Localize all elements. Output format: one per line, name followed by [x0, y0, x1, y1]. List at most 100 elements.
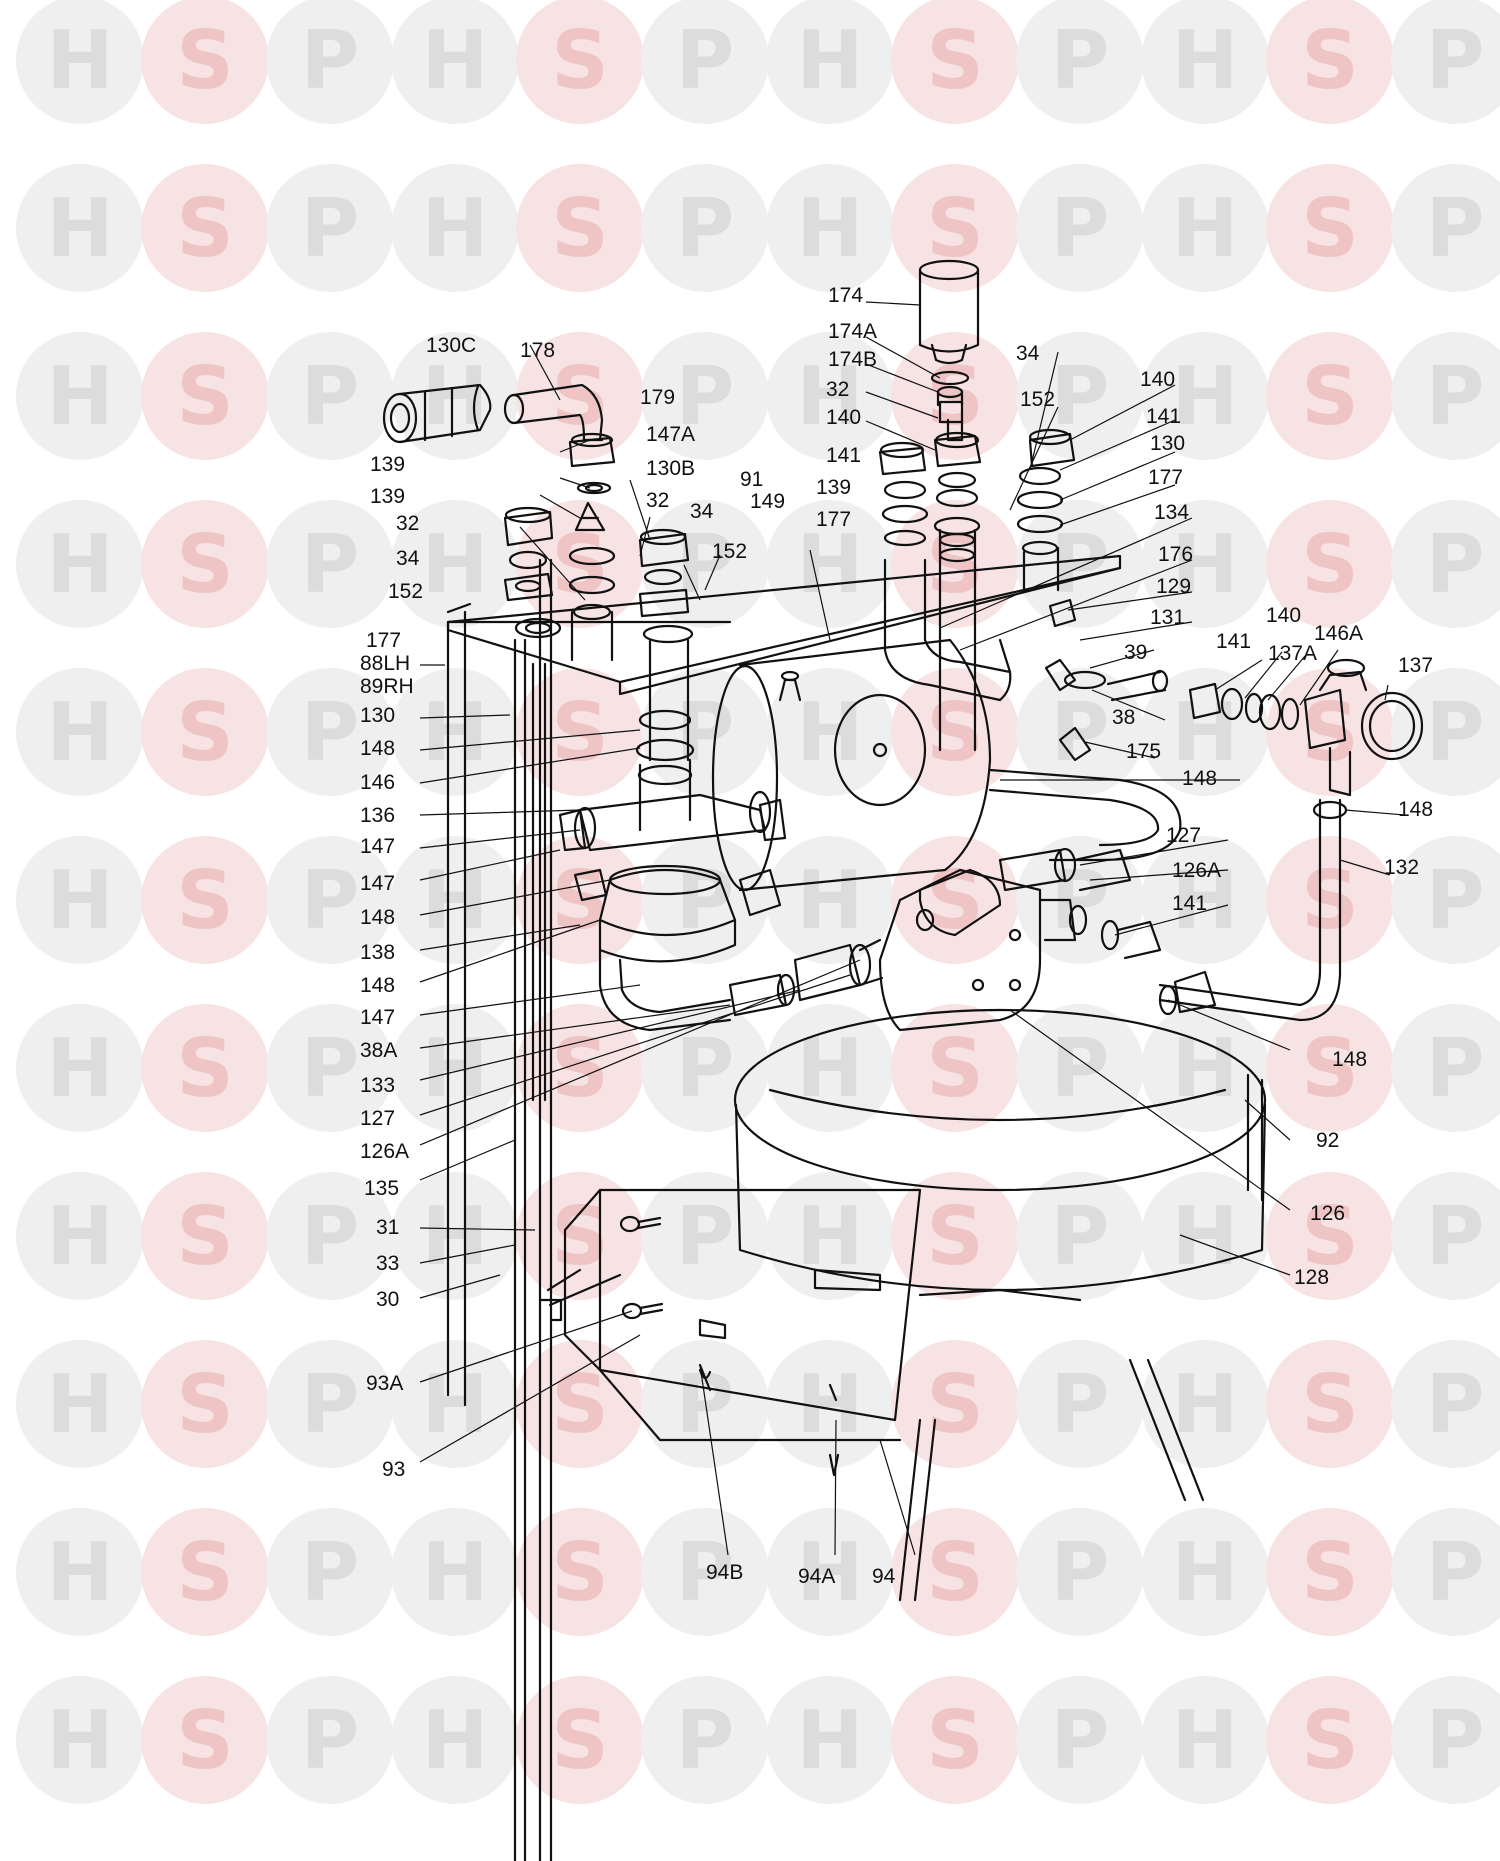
watermark-circle	[891, 836, 1019, 964]
watermark-circle	[16, 332, 144, 460]
watermark-letter: P	[676, 1358, 735, 1451]
watermark-circle	[16, 1172, 144, 1300]
watermark-circle	[766, 332, 894, 460]
watermark-letter: P	[1051, 1358, 1110, 1451]
watermark-letter: P	[301, 182, 360, 275]
left-fittings-stack	[503, 506, 616, 662]
watermark-circle	[766, 164, 894, 292]
watermark-letter: P	[676, 1526, 735, 1619]
center-left-fittings-stack	[638, 528, 694, 762]
bracket-93	[563, 1188, 922, 1477]
watermark-circle	[1141, 0, 1269, 124]
part-label-126a: 126A	[1172, 859, 1221, 882]
safety-valve-assembly	[1188, 658, 1424, 797]
watermark-circle	[891, 0, 1019, 124]
watermark-circle	[1391, 1004, 1500, 1132]
watermark-letter: P	[676, 1694, 735, 1787]
part-label-146a: 146A	[1314, 622, 1363, 645]
watermark-circle	[1266, 1172, 1394, 1300]
watermark-letter: S	[551, 1358, 609, 1451]
watermark-letter: P	[676, 686, 735, 779]
nut-179	[568, 432, 616, 495]
watermark-letter: H	[1172, 686, 1239, 779]
part-label-148: 148	[1182, 767, 1217, 790]
watermark-letter: P	[676, 350, 735, 443]
part-label-141: 141	[1216, 630, 1251, 653]
watermark-circle	[891, 164, 1019, 292]
watermark-letter: H	[47, 854, 114, 947]
air-vent-174	[918, 259, 980, 407]
watermark-circle	[266, 164, 394, 292]
watermark-letter: S	[551, 14, 609, 107]
part-label-34: 34	[1016, 342, 1040, 365]
watermark-circle	[141, 1676, 269, 1804]
watermark-letter: P	[1426, 182, 1485, 275]
watermark-circle	[766, 1172, 894, 1300]
tank-128	[733, 1008, 1267, 1302]
watermark-circle	[641, 164, 769, 292]
pipe-fittings-147	[728, 938, 884, 1017]
watermark-letter: H	[422, 1022, 489, 1115]
watermark-letter: P	[1051, 182, 1110, 275]
part-label-177: 177	[366, 629, 401, 652]
part-label-174a: 174A	[828, 320, 877, 343]
watermark-circle	[1141, 1508, 1269, 1636]
part-label-177: 177	[1148, 466, 1183, 489]
watermark-circle	[516, 1172, 644, 1300]
watermark-circle	[1391, 0, 1500, 124]
watermark-letter: S	[926, 1022, 984, 1115]
watermark-circle	[1141, 1004, 1269, 1132]
watermark-circle	[1016, 1004, 1144, 1132]
watermark-letter: S	[1301, 1190, 1359, 1283]
pipe-133	[598, 948, 732, 1032]
pump-outlet-fittings	[1068, 904, 1217, 1016]
watermark-circle	[1016, 1508, 1144, 1636]
watermark-letter: H	[1172, 182, 1239, 275]
watermark-circle	[1391, 668, 1500, 796]
pipe-loop-148	[988, 768, 1182, 862]
watermark-letter: S	[176, 182, 234, 275]
watermark-circle	[891, 1508, 1019, 1636]
part-label-147: 147	[360, 872, 395, 895]
watermark-circle	[516, 0, 644, 124]
watermark-letter: P	[1051, 14, 1110, 107]
watermark-letter: P	[301, 854, 360, 947]
watermark-circle	[641, 332, 769, 460]
watermark-letter: S	[1301, 518, 1359, 611]
part-label-140: 140	[1266, 604, 1301, 627]
watermark-letter: H	[47, 350, 114, 443]
watermark-letter: S	[926, 14, 984, 107]
part-label-146: 146	[360, 771, 395, 794]
watermark-circle	[1266, 164, 1394, 292]
part-label-126: 126	[1310, 1202, 1345, 1225]
tee-stack-140	[878, 441, 1012, 702]
part-label-130: 130	[360, 704, 395, 727]
watermark-letter: P	[676, 1190, 735, 1283]
watermark-letter: H	[422, 1358, 489, 1451]
watermark-letter: H	[797, 686, 864, 779]
part-label-129: 129	[1156, 575, 1191, 598]
watermark-circle	[1266, 500, 1394, 628]
watermark-circle	[1266, 836, 1394, 964]
watermark-circle	[391, 0, 519, 124]
watermark-letter: P	[1426, 1526, 1485, 1619]
watermark-circle	[891, 1172, 1019, 1300]
part-label-149: 149	[750, 490, 785, 513]
watermark-circle	[141, 1340, 269, 1468]
part-label-138: 138	[360, 941, 395, 964]
watermark-circle	[1391, 500, 1500, 628]
watermark-circle	[1266, 332, 1394, 460]
watermark-circle	[516, 332, 644, 460]
right-small-parts	[1044, 598, 1169, 762]
part-label-139: 139	[370, 453, 405, 476]
part-label-88lh: 88LH	[360, 652, 410, 675]
watermark-letter: H	[47, 182, 114, 275]
part-label-134: 134	[1154, 501, 1189, 524]
watermark-circle	[766, 0, 894, 124]
watermark-circle	[766, 500, 894, 628]
watermark-circle	[641, 1676, 769, 1804]
watermark-letter: H	[1172, 350, 1239, 443]
watermark-letter: H	[797, 350, 864, 443]
watermark-letter: H	[47, 14, 114, 107]
